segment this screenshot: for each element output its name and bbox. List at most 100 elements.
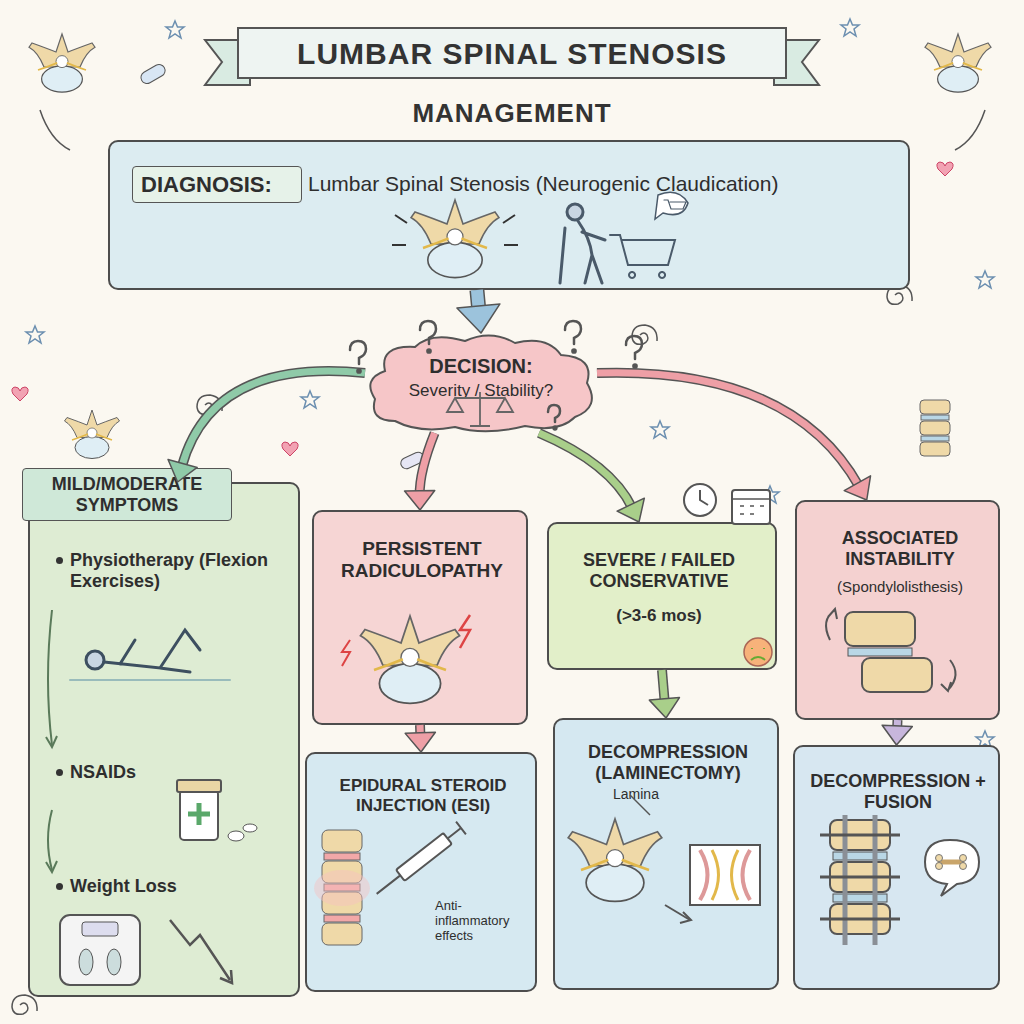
node-text: (Spondylolisthesis): [805, 578, 995, 595]
arrow-shaft: [417, 725, 424, 737]
bullet-dot: [56, 557, 63, 564]
arrow-head: [617, 498, 644, 522]
node-heading: MILD/MODERATE SYMPTOMS: [22, 468, 232, 521]
arrow-outline: [597, 373, 859, 487]
node-text: NSAIDs: [70, 762, 220, 783]
flow-arrow: [539, 433, 644, 522]
arrow-head: [882, 725, 912, 745]
corner-spine-icons: [920, 442, 950, 456]
node-heading: DECOMPRESSION (LAMINECTOMY): [563, 742, 773, 783]
radiculopathy-box: PERSISTENT RADICULOPATHY: [312, 510, 528, 725]
waiting-icons: [700, 490, 708, 505]
node-heading: DECOMPRESSION + FUSION: [803, 771, 993, 812]
bullet-dot: [56, 883, 63, 890]
scattered-doodles: [40, 110, 70, 150]
arrow-head: [457, 304, 500, 333]
waiting-icons: [684, 484, 716, 516]
arrow-outline: [420, 433, 435, 495]
arrow-outline: [892, 720, 902, 730]
node-heading: EPIDURAL STEROID INJECTION (ESI): [315, 776, 531, 815]
arrow-outline: [477, 290, 479, 311]
arrow-shaft: [182, 371, 365, 467]
corner-spine-icons: [921, 415, 949, 420]
node-text: Severity / Stability?: [365, 381, 597, 401]
node-text: Anti-inflammatory effects: [435, 899, 533, 944]
flow-arrow: [882, 720, 912, 745]
flow-arrow: [168, 371, 365, 482]
node-text: Lumbar Spinal Stenosis (Neurogenic Claud…: [308, 172, 898, 196]
diagram-title: LUMBAR SPINAL STENOSIS: [0, 37, 1024, 71]
corner-spine-icons: [920, 400, 950, 456]
node-heading: PERSISTENT RADICULOPATHY: [324, 538, 520, 582]
scattered-doodles: [937, 162, 953, 176]
scattered-doodles: [632, 325, 657, 344]
scattered-doodles: [282, 442, 298, 456]
injection-box: EPIDURAL STEROID INJECTION (ESI) Anti-inf…: [305, 752, 537, 992]
node-heading: DECISION:: [365, 355, 597, 378]
corner-spine-icons: [65, 410, 120, 459]
arrow-shaft: [539, 433, 632, 508]
diagnosis-box: DIAGNOSIS:Lumbar Spinal Stenosis (Neurog…: [108, 140, 910, 290]
conservative-box: MILD/MODERATE SYMPTOMSPhysiotherapy (Fle…: [28, 482, 300, 997]
waiting-icons: [732, 490, 770, 524]
node-text: Weight Loss: [70, 876, 220, 897]
scattered-doodles: [976, 271, 994, 288]
corner-spine-icons: [921, 436, 949, 441]
scattered-doodles: [197, 395, 222, 414]
corner-spine-icons: [920, 421, 950, 435]
scattered-doodles: [955, 110, 985, 150]
waiting-icons: [732, 499, 770, 514]
pill-doodles: [139, 62, 168, 85]
arrow-outline: [182, 371, 365, 467]
arrow-outline: [662, 670, 665, 703]
severe-box: SEVERE / FAILED CONSERVATIVE (>3-6 mos): [547, 522, 777, 670]
corner-spine-icons: [29, 34, 991, 459]
flow-arrow: [597, 373, 871, 500]
node-heading: DIAGNOSIS:: [132, 166, 302, 203]
scattered-doodles: [12, 387, 28, 401]
title-banner: [774, 40, 819, 85]
arrow-shaft: [597, 373, 859, 487]
flow-arrow: [457, 290, 500, 333]
flow-arrow: [649, 670, 679, 718]
scattered-doodles: [761, 486, 779, 503]
bullet-dot: [56, 769, 63, 776]
node-text: (>3-6 mos): [559, 606, 759, 626]
arrow-outline: [415, 725, 425, 737]
scattered-doodles: [301, 391, 319, 408]
corner-spine-icons: [925, 34, 991, 92]
arrow-head: [649, 698, 679, 718]
arrow-shaft: [477, 290, 479, 311]
corner-spine-icons: [29, 34, 95, 92]
question-marks: [626, 336, 642, 359]
pill-doodles: [399, 450, 425, 470]
scattered-doodles: [841, 19, 859, 36]
scattered-doodles: [26, 326, 44, 343]
decision-cloud: DECISION: Severity / Stability?: [365, 333, 597, 433]
corner-spine-icons: [920, 400, 950, 414]
question-marks: [357, 369, 360, 372]
instability-box: ASSOCIATED INSTABILITY (Spondylolisthesis…: [795, 500, 1000, 720]
arrow-shaft: [420, 433, 435, 495]
scattered-doodles: [651, 421, 669, 438]
laminectomy-box: DECOMPRESSION (LAMINECTOMY)Lamina: [553, 718, 779, 990]
question-marks: [633, 364, 636, 367]
fusion-box: DECOMPRESSION + FUSION: [793, 745, 1000, 990]
subtitle-label: MANAGEMENT: [0, 98, 1024, 129]
flow-arrow: [405, 725, 435, 752]
node-heading: ASSOCIATED INSTABILITY: [805, 528, 995, 569]
arrow-shaft: [894, 720, 901, 730]
question-marks: [572, 349, 575, 352]
question-marks: [565, 321, 581, 344]
flow-arrow: [405, 433, 435, 510]
scattered-doodles: [166, 21, 184, 38]
node-heading: SEVERE / FAILED CONSERVATIVE: [559, 550, 759, 591]
question-marks: [350, 341, 366, 364]
arrow-shaft: [662, 670, 665, 703]
arrow-outline: [539, 433, 632, 508]
title-banner: [205, 40, 250, 85]
arrow-head: [844, 476, 870, 500]
arrow-head: [405, 491, 435, 510]
node-text: Physiotherapy (Flexion Exercises): [70, 550, 295, 591]
